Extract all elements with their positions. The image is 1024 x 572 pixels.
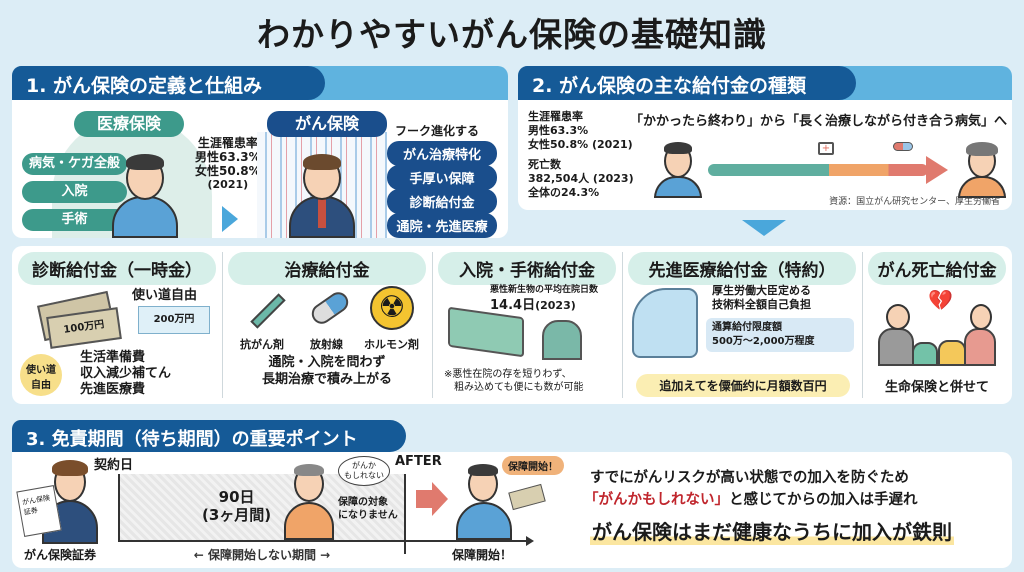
free-use-badge: 使い道 自由	[20, 354, 62, 396]
free-use-label: 使い道自由	[132, 288, 198, 303]
start-label: 保障開始！	[452, 548, 513, 562]
proton-machine-icon	[632, 288, 698, 358]
arrow-right-icon	[416, 490, 432, 508]
section2-heading: 2. がん保険の主な給付金の種類	[518, 66, 856, 100]
cancer-feature: 診断給付金	[387, 189, 497, 214]
medical-kit-icon: +	[818, 142, 834, 155]
evolve-label: フーク進化する	[395, 124, 480, 138]
broken-heart-icon: 💔	[928, 288, 953, 312]
warning-line2: 「がんかもしれない」と感じてからの加入は手遅れ	[584, 492, 918, 508]
certificate-label: がん保険証券	[24, 548, 97, 562]
certificate-doc: がん保険証券	[16, 485, 62, 537]
timeline-axis	[118, 540, 528, 542]
medical-item: 手術	[22, 209, 127, 231]
surgeon-icon	[542, 320, 582, 360]
period-days: 90日 (3ヶ月間)	[202, 488, 272, 524]
stay-label: 悪性新生物の平均在院日数	[490, 285, 599, 295]
conclusion: がん保険はまだ健康なうちに加入が鉄則	[590, 516, 954, 545]
pill-icon	[893, 142, 913, 151]
premium-note: 追加えてを僳価约に月額数百円	[636, 374, 850, 397]
benefit-title: がん死亡給付金	[868, 252, 1006, 285]
radiation-icon: ☢	[370, 286, 414, 330]
benefit-limit: 通算給付限度額 500万〜2,000万程度	[706, 318, 854, 352]
treatment-label: ホルモン剤	[364, 338, 419, 351]
benefit-title: 入院・手術給付金	[438, 252, 616, 285]
benefit-title: 治療給付金	[228, 252, 426, 285]
cancer-feature: がん治療特化	[387, 141, 497, 166]
warning-line1: すでにがんリスクが高い状態での加入を防ぐため	[590, 470, 909, 486]
start-bubble: 保障開始！	[502, 456, 564, 475]
life-insurance-note: 生命保険と併せて	[884, 380, 989, 395]
page-title: わかりやすいがん保険の基礎知識	[257, 15, 767, 54]
cancer-insurance-label: がん保険	[267, 111, 387, 137]
advanced-desc: 厚生労働大臣定める 技術料全額自己負担	[712, 284, 811, 311]
section3-heading: 3. 免責期間（待ち期間）の重要ポイント	[12, 420, 406, 452]
section1-heading: 1. がん保険の定義と仕組み	[12, 66, 325, 100]
medical-item: 入院	[22, 181, 127, 203]
stay-value: 14.4日(2023)	[490, 298, 576, 313]
stats-lifetime: 生涯罹患率 男性63.3% 女性50.8% (2021)	[195, 136, 261, 191]
benefits-panel: 診断給付金（一時金） 100万円 使い道自由 200万円 使い道 自由 生活準備…	[12, 246, 1012, 404]
arrow-right-icon	[222, 206, 238, 232]
not-covered-note: 保障の対象 になりません	[338, 497, 398, 521]
capsule-icon	[307, 288, 353, 328]
treatment-label: 抗がん剤	[240, 338, 284, 351]
source-note: 資源：国立がん研究センター、厚生労働省	[829, 197, 1000, 207]
hospital-bed-icon	[448, 306, 524, 358]
timeline-arrow-icon	[526, 536, 534, 546]
benefit-title: 診断給付金（一時金）	[18, 252, 216, 285]
section1-panel: 1. がん保険の定義と仕組み 医療保険 病気・ケガ全般 入院 手術 生涯罹患率 …	[12, 66, 508, 238]
stats-incidence: 生涯罹患率 男性63.3% 女性50.8% (2021)	[528, 110, 633, 151]
medical-insurance-label: 医療保険	[74, 111, 184, 137]
medical-item: 病気・ケガ全般	[22, 153, 127, 175]
stats-deaths: 死亡数 382,504人 (2023) 全体の24.3%	[528, 158, 634, 199]
cash-icon	[508, 483, 546, 511]
down-arrow-icon	[742, 220, 786, 236]
progress-arrow	[708, 164, 928, 176]
section3-panel: がん保険証券 がん保険証券 契約日 90日 (3ヶ月間) がんか もしれない 保…	[12, 452, 1012, 568]
family-illustration: 💔	[878, 288, 996, 366]
cancer-feature: 通院・先進医療	[387, 213, 497, 238]
benefit-title: 先進医療給付金（特約）	[628, 252, 856, 285]
waiting-label: ← 保障開始しない期間 →	[193, 548, 331, 562]
use-list: 生活準備費 収入減少補てん 先進医療費	[80, 350, 172, 397]
treatment-label: 放射線	[310, 338, 343, 351]
thought-bubble: がんか もしれない	[338, 456, 390, 486]
section2-panel: 2. がん保険の主な給付金の種類 生涯罹患率 男性63.3% 女性50.8% (…	[518, 66, 1012, 210]
stay-note: ※悪性在院の存を短りわず、 粗み込めても便にも数が可能	[444, 369, 584, 393]
treatment-desc: 通院・入院を問わず 長期治療で積み上がる	[261, 355, 392, 387]
syringe-icon	[250, 293, 286, 329]
check-200: 200万円	[138, 306, 210, 334]
tagline: 「かかったら終わり」から「長く治療しながら付き合う病気」へ	[630, 114, 1008, 129]
cancer-feature: 手厚い保障	[387, 165, 497, 190]
arrow-head-icon	[926, 156, 948, 184]
after-label: AFTER	[395, 454, 442, 469]
contract-day-label: 契約日	[94, 458, 134, 473]
